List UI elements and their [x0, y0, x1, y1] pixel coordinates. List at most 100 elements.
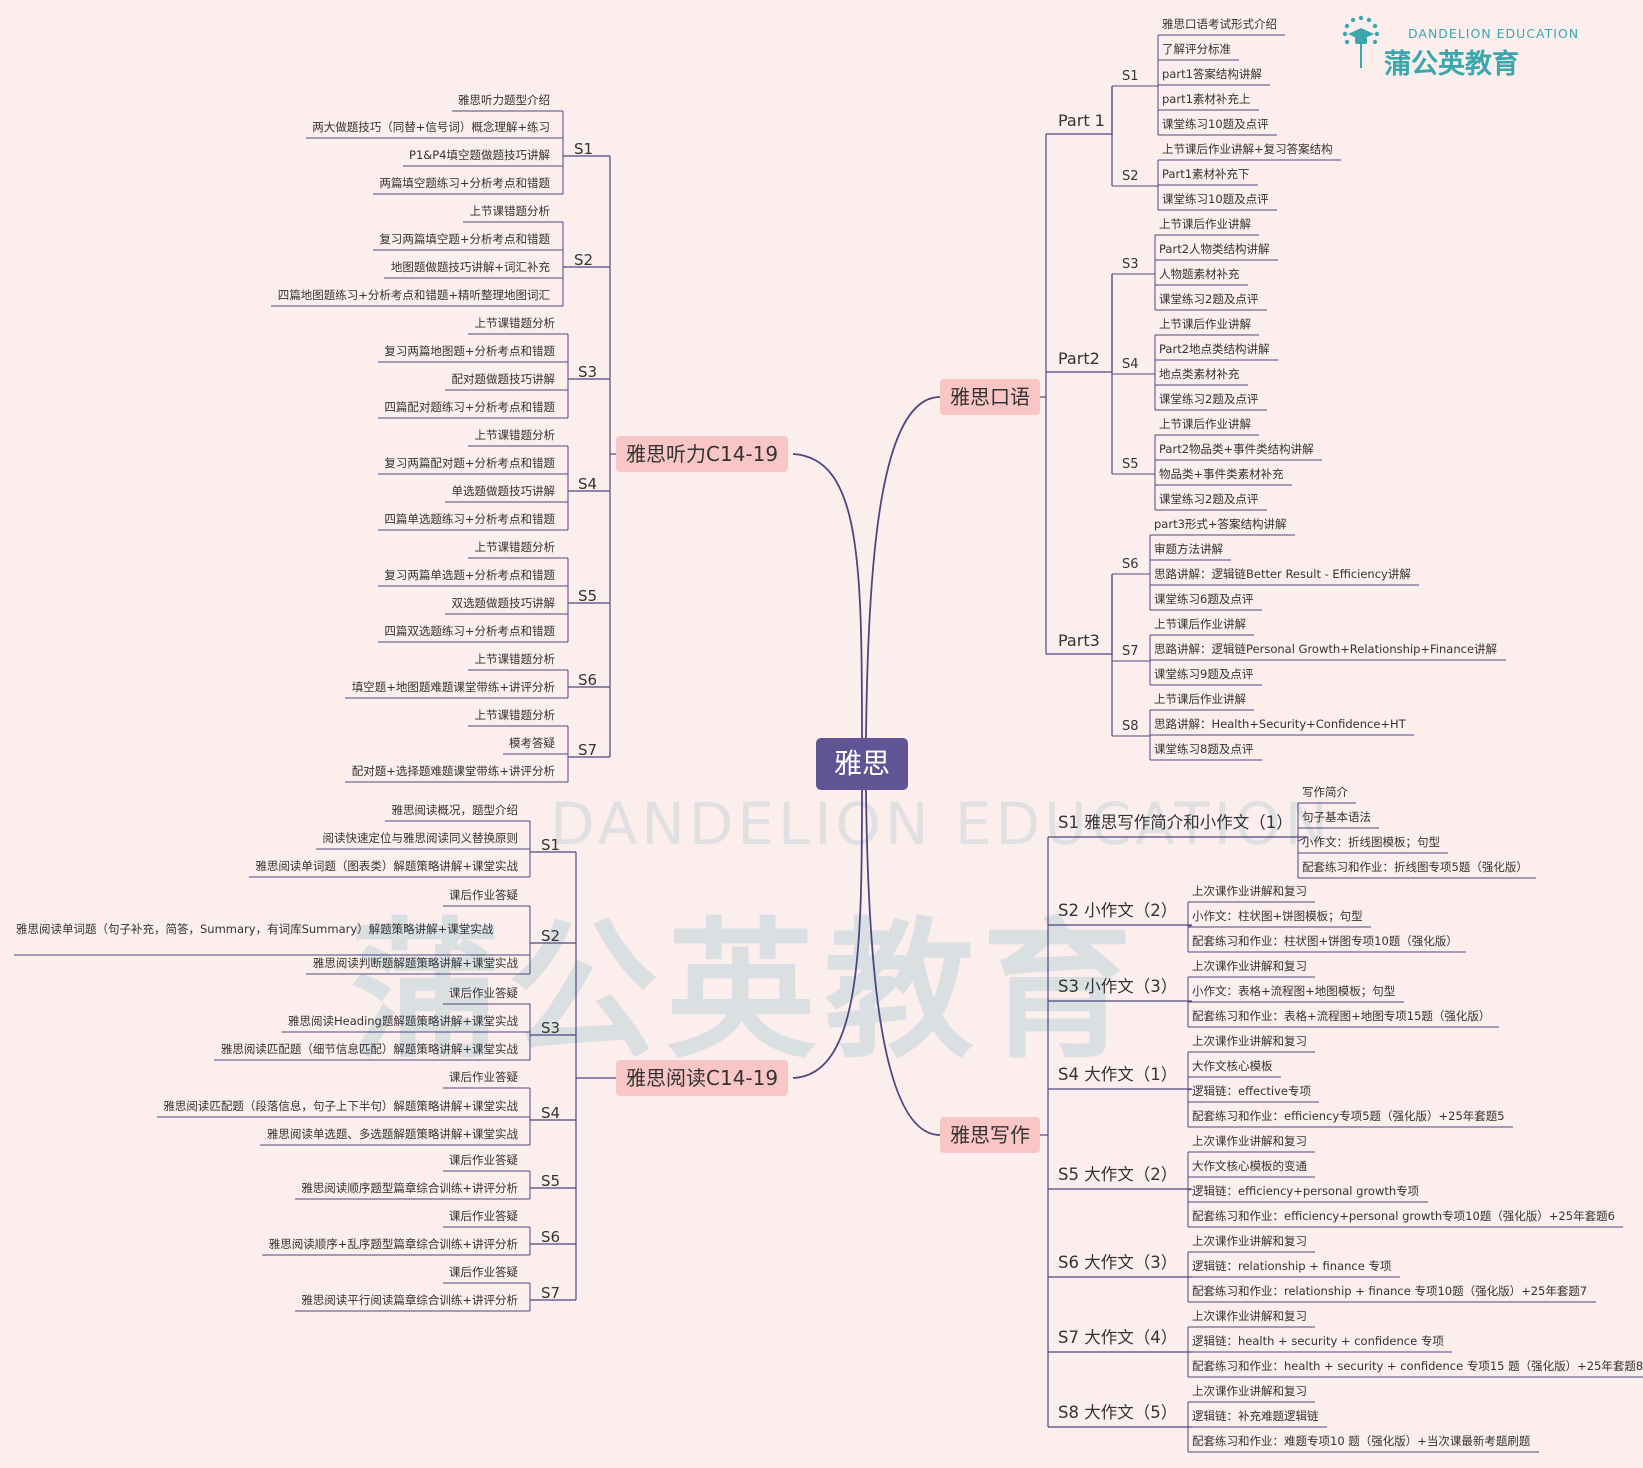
session-connector — [1187, 1000, 1193, 1003]
session-connector — [1297, 836, 1308, 842]
reading-session-label[interactable]: S7 — [541, 1284, 561, 1302]
speaking-item: 人物题素材补充 — [1159, 267, 1240, 281]
root-node[interactable]: 雅思 — [816, 738, 908, 790]
branch-writing[interactable]: 雅思写作 — [940, 1117, 1040, 1153]
writing-session-label[interactable]: S6 大作文（3） — [1058, 1253, 1178, 1272]
writing-item: 上次课作业讲解和复习 — [1192, 884, 1307, 898]
writing-item: 配套练习和作业：柱状图+饼图专项10题（强化版） — [1192, 934, 1458, 948]
speaking-item: Part1素材补充下 — [1162, 167, 1250, 181]
writing-session-label[interactable]: S2 小作文（2） — [1058, 901, 1178, 920]
speaking-item: 课堂练习2题及点评 — [1159, 392, 1259, 406]
writing-item: 上次课作业讲解和复习 — [1192, 1134, 1307, 1148]
listening-session-label[interactable]: S3 — [578, 363, 598, 381]
speaking-item: 上节课后作业讲解 — [1159, 317, 1251, 331]
logo-text-en: DANDELION EDUCATION — [1408, 26, 1580, 41]
logo-text-cn: 蒲公英教育 — [1384, 49, 1519, 80]
listening-session-label[interactable]: S4 — [578, 475, 598, 493]
speaking-part-label[interactable]: Part2 — [1058, 349, 1100, 368]
speaking-item: 课堂练习6题及点评 — [1154, 592, 1254, 606]
branch-speaking[interactable]: 雅思口语 — [940, 379, 1040, 415]
listening-item: 四篇单选题练习+分析考点和错题 — [384, 512, 555, 526]
speaking-item: 上节课后作业讲解 — [1159, 217, 1251, 231]
speaking-item: 思路讲解：Health+Security+Confidence+HT — [1154, 717, 1406, 731]
writing-item: 写作简介 — [1302, 785, 1348, 799]
reading-item: 课后作业答疑 — [449, 986, 518, 1000]
writing-session-label[interactable]: S8 大作文（5） — [1058, 1403, 1178, 1422]
reading-item: 课后作业答疑 — [449, 1070, 518, 1084]
reading-item: 雅思阅读匹配题（段落信息，句子上下半句）解题策略讲解+课堂实战 — [163, 1099, 518, 1113]
reading-item: 课后作业答疑 — [449, 1153, 518, 1167]
speaking-item: 地点类素材补充 — [1159, 367, 1240, 381]
speaking-session-label[interactable]: S3 — [1122, 257, 1139, 272]
writing-item: 逻辑链：补充难题逻辑链 — [1192, 1409, 1319, 1423]
reading-session-label[interactable]: S1 — [541, 836, 561, 854]
speaking-part-label[interactable]: Part3 — [1058, 631, 1100, 650]
speaking-item: part3形式+答案结构讲解 — [1154, 517, 1287, 531]
writing-item: 上次课作业讲解和复习 — [1192, 1384, 1307, 1398]
reading-session-label[interactable]: S3 — [541, 1019, 561, 1037]
writing-item: 配套练习和作业：health + security + confidence 专… — [1192, 1359, 1643, 1373]
speaking-item: Part2人物类结构讲解 — [1159, 242, 1270, 256]
speaking-session-label[interactable]: S7 — [1122, 644, 1139, 659]
writing-session-label[interactable]: S3 小作文（3） — [1058, 977, 1178, 996]
listening-session-label[interactable]: S5 — [578, 587, 598, 605]
watermark-text-en: DANDELION EDUCATION — [550, 790, 1332, 858]
writing-item: 配套练习和作业：折线图专项5题（强化版） — [1302, 860, 1528, 874]
branch-reading[interactable]: 雅思阅读C14-19 — [616, 1060, 789, 1096]
reading-item: 雅思阅读判断题解题策略讲解+课堂实战 — [312, 956, 518, 970]
reading-item: 雅思阅读平行阅读篇章综合训练+讲评分析 — [301, 1293, 518, 1307]
speaking-item: Part2地点类结构讲解 — [1159, 342, 1270, 356]
reading-item: 课后作业答疑 — [449, 1209, 518, 1223]
reading-item: 雅思阅读Heading题解题策略讲解+课堂实战 — [288, 1014, 518, 1028]
reading-item: 阅读快速定位与雅思阅读同义替换原则 — [322, 831, 519, 845]
reading-item: 雅思阅读顺序题型篇章综合训练+讲评分析 — [301, 1181, 518, 1195]
listening-item: 上节课错题分析 — [474, 540, 556, 554]
reading-session-label[interactable]: S6 — [541, 1228, 561, 1246]
listening-item: P1&P4填空题做题技巧讲解 — [409, 148, 550, 162]
curve-to-writing — [865, 789, 941, 1136]
listening-item: 雅思听力题型介绍 — [458, 93, 550, 107]
writing-item: 逻辑链：effective专项 — [1192, 1084, 1311, 1098]
speaking-item: 课堂练习10题及点评 — [1162, 117, 1269, 131]
connector-lines — [14, 34, 1643, 1453]
writing-item: 上次课作业讲解和复习 — [1192, 959, 1307, 973]
speaking-session-label[interactable]: S8 — [1122, 719, 1139, 734]
speaking-item: 思路讲解：逻辑链Better Result - Efficiency讲解 — [1154, 567, 1411, 581]
reading-session-label[interactable]: S5 — [541, 1172, 561, 1190]
writing-item: 上次课作业讲解和复习 — [1192, 1234, 1307, 1248]
watermark-text-cn: 蒲公英教育 — [350, 905, 1141, 1079]
reading-item: 雅思阅读单词题（图表类）解题策略讲解+课堂实战 — [255, 859, 518, 873]
speaking-item: part1答案结构讲解 — [1162, 67, 1262, 81]
branch-listening[interactable]: 雅思听力C14-19 — [616, 436, 789, 472]
writing-session-label[interactable]: S7 大作文（4） — [1058, 1328, 1178, 1347]
reading-session-label[interactable]: S2 — [541, 927, 561, 945]
speaking-session-label[interactable]: S4 — [1122, 357, 1139, 372]
listening-item: 复习两篇地图题+分析考点和错题 — [384, 344, 555, 358]
speaking-part-label[interactable]: Part 1 — [1058, 111, 1105, 130]
writing-item: 配套练习和作业：难题专项10 题（强化版）+当次课最新考题刷题 — [1192, 1434, 1531, 1448]
listening-item: 上节课错题分析 — [474, 708, 556, 722]
writing-item: 配套练习和作业：efficiency+personal growth专项10题（… — [1192, 1209, 1615, 1223]
speaking-session-label[interactable]: S1 — [1122, 69, 1139, 84]
curve-to-speaking — [865, 396, 941, 739]
listening-session-label[interactable]: S7 — [578, 741, 598, 759]
listening-session-label[interactable]: S6 — [578, 671, 598, 689]
speaking-session-label[interactable]: S5 — [1122, 457, 1139, 472]
speaking-item: 课堂练习9题及点评 — [1154, 667, 1254, 681]
writing-item: 小作文：表格+流程图+地图模板；句型 — [1192, 984, 1396, 998]
listening-session-label[interactable]: S2 — [574, 251, 594, 269]
writing-session-label[interactable]: S1 雅思写作简介和小作文（1） — [1058, 813, 1293, 832]
speaking-item: 课堂练习2题及点评 — [1159, 292, 1259, 306]
listening-item: 配对题+选择题难题课堂带练+讲评分析 — [351, 764, 555, 778]
speaking-session-label[interactable]: S2 — [1122, 169, 1139, 184]
reading-session-label[interactable]: S4 — [541, 1104, 561, 1122]
writing-session-label[interactable]: S5 大作文（2） — [1058, 1165, 1178, 1184]
speaking-session-label[interactable]: S6 — [1122, 557, 1139, 572]
speaking-item: 上节课后作业讲解 — [1154, 692, 1246, 706]
writing-item: 上次课作业讲解和复习 — [1192, 1309, 1307, 1323]
writing-item: 上次课作业讲解和复习 — [1192, 1034, 1307, 1048]
listening-session-label[interactable]: S1 — [574, 140, 594, 158]
writing-session-label[interactable]: S4 大作文（1） — [1058, 1065, 1178, 1084]
speaking-item: 课堂练习8题及点评 — [1154, 742, 1254, 756]
speaking-item: part1素材补充上 — [1162, 92, 1251, 106]
